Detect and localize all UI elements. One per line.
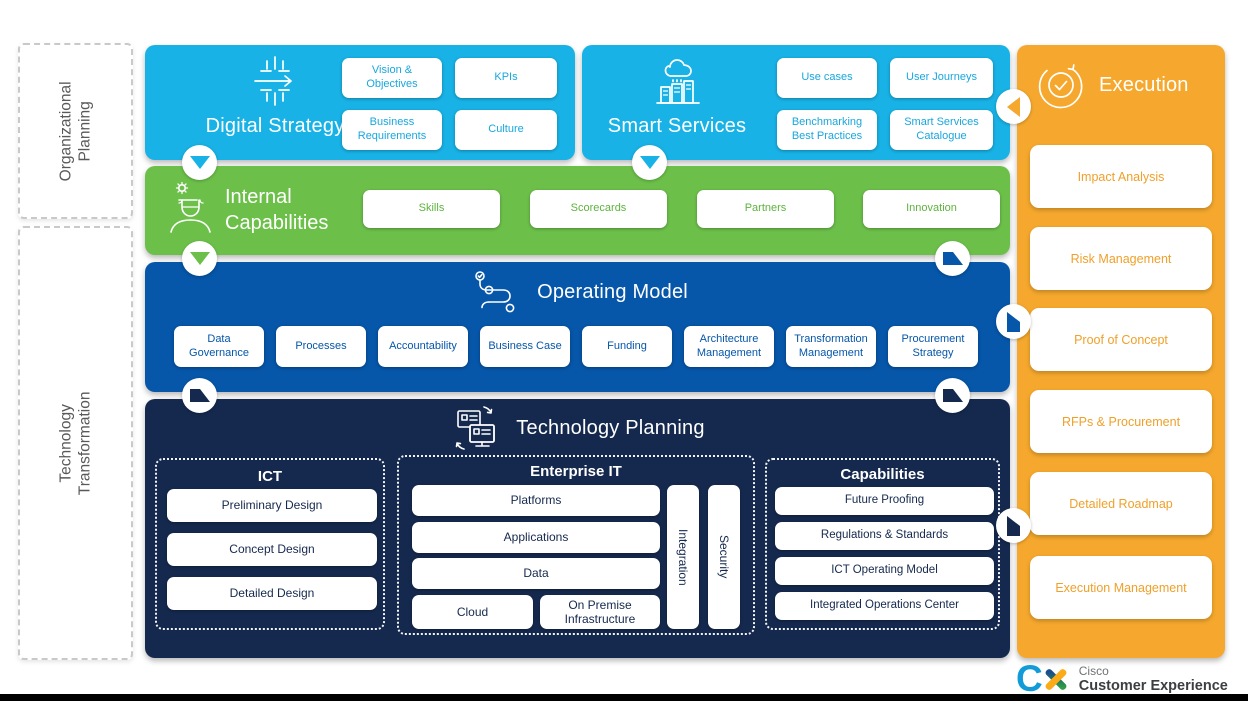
arrow-smart-to-internal-icon <box>632 145 667 180</box>
pill-integration: Integration <box>667 485 699 629</box>
cisco-cx-logo: C Cisco Customer Experience <box>1016 658 1228 699</box>
pill-future-proofing: Future Proofing <box>775 487 994 515</box>
chip-innovation: Innovation <box>863 190 1000 228</box>
cx-logo-x-icon <box>1039 663 1071 695</box>
chip-benchmarking-best-practices: Benchmarking Best Practices <box>777 110 877 150</box>
chip-scorecards: Scorecards <box>530 190 667 228</box>
card-proof-of-concept: Proof of Concept <box>1030 308 1212 371</box>
chip-vision-objectives: Vision & Objectives <box>342 58 442 98</box>
ict-title: ICT <box>257 468 283 485</box>
pill-cloud: Cloud <box>412 595 533 629</box>
arrow-operating-to-internal-icon <box>935 241 970 276</box>
pill-security: Security <box>708 485 740 629</box>
card-detailed-roadmap: Detailed Roadmap <box>1030 472 1212 535</box>
pill-on-premise-infrastructure: On Premise Infrastructure <box>540 595 660 629</box>
digital-strategy-title: Digital Strategy <box>205 115 345 137</box>
arrow-digital-to-internal-icon <box>182 145 217 180</box>
chip-transformation-management: Transformation Management <box>786 326 876 367</box>
chip-use-cases: Use cases <box>777 58 877 98</box>
chip-architecture-management: Architecture Management <box>684 326 774 367</box>
arrow-internal-to-operating-icon <box>182 241 217 276</box>
technology-planning-icon <box>450 405 500 451</box>
chip-culture: Culture <box>455 110 557 150</box>
operating-model-section: Operating Model Data Governance Processe… <box>145 262 1010 392</box>
brand-customer-experience: Customer Experience <box>1078 677 1228 694</box>
operating-model-icon <box>467 270 519 314</box>
execution-icon <box>1037 61 1085 109</box>
pill-applications: Applications <box>412 522 660 553</box>
internal-capabilities-title: Internal Capabilities <box>225 186 329 234</box>
digital-strategy-icon <box>247 53 303 109</box>
smart-services-section: Smart Services Use cases User Journeys B… <box>582 45 1010 160</box>
chip-kpis: KPIs <box>455 58 557 98</box>
smart-services-icon <box>649 53 705 109</box>
arrow-technology-to-operating-right-icon <box>935 378 970 413</box>
rail-organizational-planning-label: Organizational Planning <box>57 81 94 181</box>
pill-concept-design: Concept Design <box>167 533 377 566</box>
arrow-technology-to-execution-icon <box>996 508 1031 543</box>
pill-platforms: Platforms <box>412 485 660 516</box>
chip-business-case: Business Case <box>480 326 570 367</box>
pill-regulations-standards: Regulations & Standards <box>775 522 994 550</box>
chip-processes: Processes <box>276 326 366 367</box>
execution-section: Execution Impact Analysis Risk Managemen… <box>1017 45 1225 658</box>
card-impact-analysis: Impact Analysis <box>1030 145 1212 208</box>
enterprise-it-group: Enterprise IT Platforms Applications Dat… <box>397 455 755 635</box>
ict-group: ICT Preliminary Design Concept Design De… <box>155 458 385 630</box>
card-execution-management: Execution Management <box>1030 556 1212 619</box>
pill-preliminary-design: Preliminary Design <box>167 489 377 522</box>
rail-technology-transformation-label: Technology Transformation <box>57 391 94 495</box>
technology-planning-title: Technology Planning <box>516 416 705 439</box>
brand-cisco: Cisco <box>1078 663 1109 678</box>
internal-capabilities-icon <box>165 180 217 238</box>
digital-strategy-section: Digital Strategy Vision & Objectives KPI… <box>145 45 575 160</box>
cx-logo-c: C <box>1016 658 1043 699</box>
rail-organizational-planning: Organizational Planning <box>18 43 133 219</box>
chip-user-journeys: User Journeys <box>890 58 993 98</box>
capabilities-title: Capabilities <box>840 466 925 483</box>
operating-model-title: Operating Model <box>537 280 688 303</box>
capabilities-group: Capabilities Future Proofing Regulations… <box>765 458 1000 630</box>
enterprise-it-title: Enterprise IT <box>530 463 622 480</box>
bottom-divider <box>0 694 1248 701</box>
rail-technology-transformation: Technology Transformation <box>18 226 133 660</box>
chip-partners: Partners <box>697 190 834 228</box>
chip-smart-services-catalogue: Smart Services Catalogue <box>890 110 993 150</box>
card-risk-management: Risk Management <box>1030 227 1212 290</box>
chip-data-governance: Data Governance <box>174 326 264 367</box>
card-rfps-procurement: RFPs & Procurement <box>1030 390 1212 453</box>
technology-planning-section: Technology Planning ICT Preliminary Desi… <box>145 399 1010 658</box>
chip-business-requirements: Business Requirements <box>342 110 442 150</box>
arrow-technology-to-operating-left-icon <box>182 378 217 413</box>
pill-detailed-design: Detailed Design <box>167 577 377 610</box>
pill-data: Data <box>412 558 660 589</box>
pill-integrated-operations-center: Integrated Operations Center <box>775 592 994 620</box>
execution-title: Execution <box>1099 73 1189 96</box>
chip-procurement-strategy: Procurement Strategy <box>888 326 978 367</box>
smart-services-title: Smart Services <box>607 115 747 137</box>
chip-accountability: Accountability <box>378 326 468 367</box>
chip-funding: Funding <box>582 326 672 367</box>
pill-ict-operating-model: ICT Operating Model <box>775 557 994 585</box>
internal-capabilities-section: Internal Capabilities Skills Scorecards … <box>145 166 1010 255</box>
arrow-operating-to-execution-icon <box>996 304 1031 339</box>
arrow-execution-to-smart-icon <box>996 89 1031 124</box>
chip-skills: Skills <box>363 190 500 228</box>
